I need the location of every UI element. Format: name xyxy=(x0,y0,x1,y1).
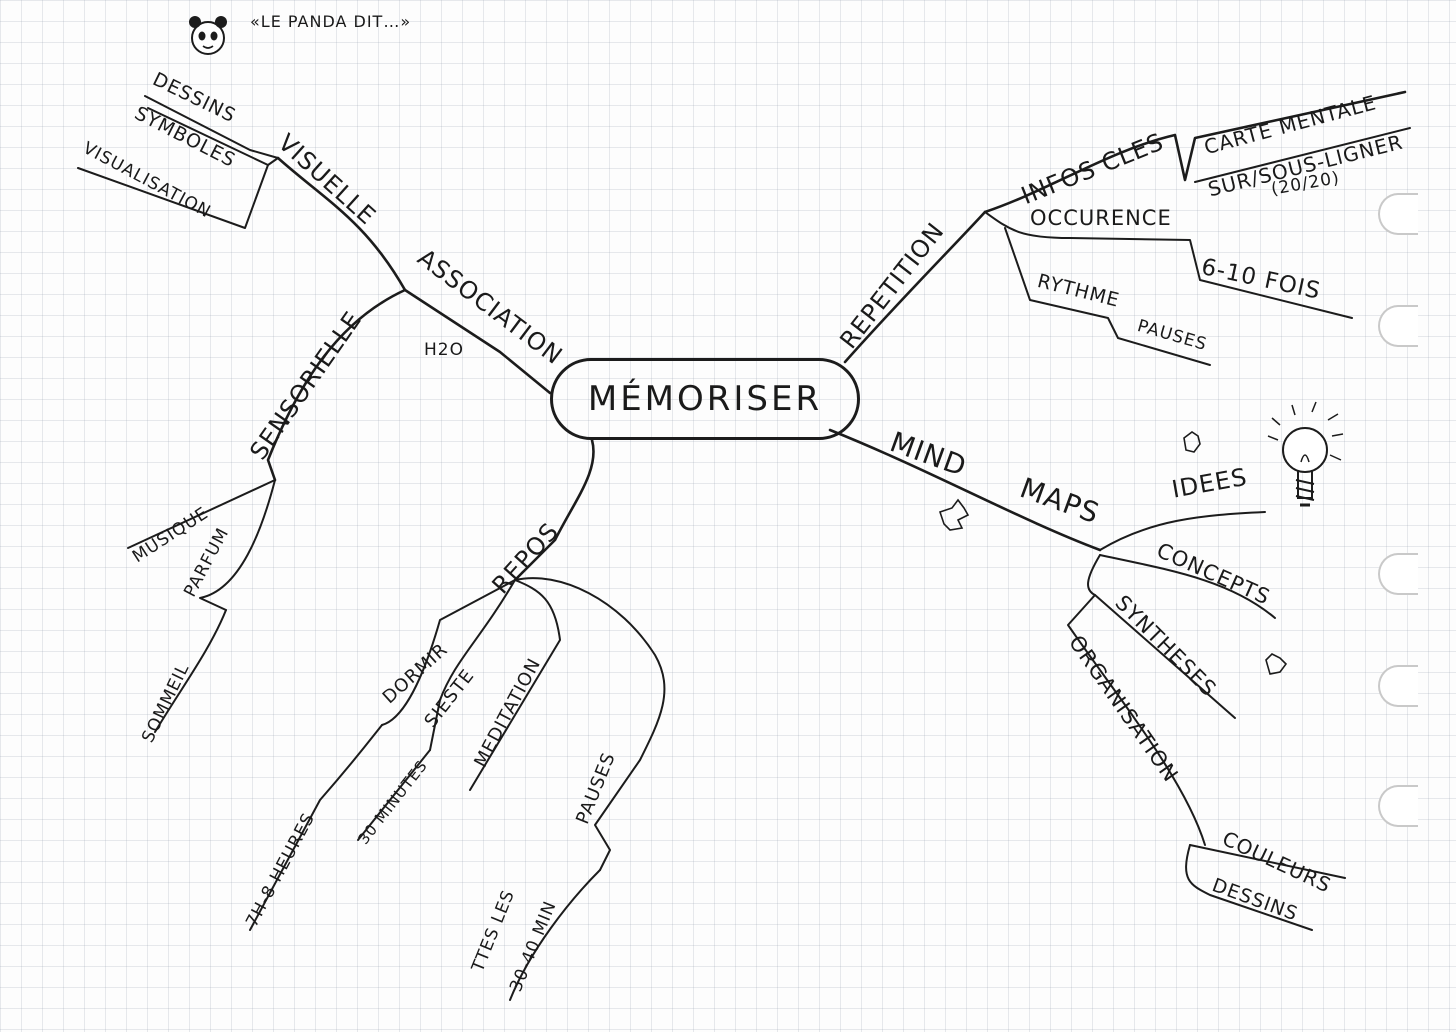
binder-hole xyxy=(1378,553,1418,595)
branch-visualisation xyxy=(77,164,269,229)
label-occurence: OCCURENCE xyxy=(1030,206,1172,230)
branch-8-heures xyxy=(249,724,383,931)
branch-dormir xyxy=(381,579,516,726)
branch-ttes-les xyxy=(509,869,601,1001)
branch-occurence xyxy=(984,211,1353,319)
branch-meditation xyxy=(469,579,561,791)
binder-hole xyxy=(1378,785,1418,827)
branch-sur-sous-ligner xyxy=(1194,127,1411,183)
binder-hole xyxy=(1378,193,1418,235)
puzzle-icon xyxy=(938,431,1288,675)
central-topic-label: MÉMORISER xyxy=(587,379,823,419)
branch-mind-maps xyxy=(828,428,1102,552)
branch-visuelle xyxy=(276,156,407,292)
branch-musique xyxy=(127,479,276,549)
branch-pauses xyxy=(514,577,666,871)
branch-sensorielle xyxy=(266,288,407,482)
central-topic: MÉMORISER xyxy=(550,358,860,440)
branch-association xyxy=(403,288,552,395)
header-note: «LE PANDA DIT…» xyxy=(250,12,412,31)
branch-repetition xyxy=(843,210,987,364)
branch-rythme xyxy=(1004,227,1211,366)
branch-organisation xyxy=(1067,594,1206,846)
branch-sommeil xyxy=(154,609,227,733)
binder-hole xyxy=(1378,305,1418,347)
branch-dessins xyxy=(144,95,279,159)
branch-concepts xyxy=(1099,554,1276,619)
panda-icon xyxy=(189,16,227,55)
branch-repos xyxy=(513,438,595,582)
branch-30-minutes xyxy=(357,749,431,841)
branch-infos-cles xyxy=(983,90,1407,214)
branch-parfum xyxy=(199,479,276,611)
lightbulb-icon xyxy=(1267,401,1344,507)
doodle-h2o: H2O xyxy=(424,340,464,360)
branch-couleurs xyxy=(1189,844,1346,879)
binder-hole xyxy=(1378,665,1418,707)
branch-dessins-2 xyxy=(1185,844,1313,931)
branch-idees xyxy=(1099,511,1266,551)
branch-sieste xyxy=(429,579,516,751)
